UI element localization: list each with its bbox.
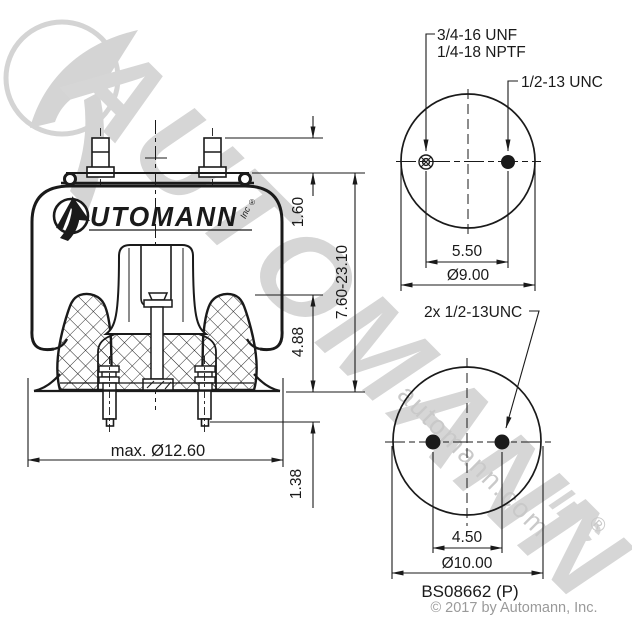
- part-number: BS08662 (P): [421, 582, 518, 601]
- bead-plate: [61, 172, 254, 186]
- bottom-view-dimensions: [391, 446, 544, 579]
- dim-lower-section-height: 4.88: [290, 327, 307, 357]
- top-view: [396, 33, 541, 291]
- top-view-leaders: [423, 33, 518, 152]
- dim-stud-length: 1.38: [288, 469, 305, 499]
- logo-arrow-icon: [56, 197, 90, 229]
- base-plate: [33, 373, 281, 393]
- top-view-dimensions: [400, 166, 536, 291]
- air-fitting: [418, 154, 434, 170]
- logo-brand-text: UTOMANN: [90, 201, 238, 232]
- dim-stud-height: 1.60: [290, 197, 307, 228]
- dim-overall-height: 7.60-23.10: [334, 245, 351, 319]
- lower-studs: [102, 356, 212, 432]
- product-logo: UTOMANN Inc ®: [52, 196, 255, 241]
- label-port-thread-1: 3/4-16 UNF: [437, 27, 517, 44]
- dim-top-plate-diameter: Ø9.00: [447, 267, 490, 284]
- watermark-logo-circle-icon: [3, 19, 121, 137]
- logo-registered-mark: ®: [249, 198, 255, 207]
- watermark-arrow-tail-icon: [70, 92, 105, 210]
- dim-max-diameter: max. Ø12.60: [111, 442, 205, 460]
- dim-top-stud-spacing: 5.50: [452, 243, 483, 260]
- bellows-body-outline: [30, 184, 284, 352]
- side-view: UTOMANN Inc ®: [27, 116, 365, 508]
- side-view-dimensions: [27, 116, 365, 508]
- watermark-arrow-icon: [30, 30, 138, 128]
- copyright-text: © 2017 by Automann, Inc.: [430, 600, 597, 616]
- bottom-view: [385, 310, 553, 579]
- label-port-thread-2: 1/4-18 NPTF: [437, 44, 526, 61]
- dim-bottom-stud-spacing: 4.50: [452, 529, 483, 546]
- center-bolt: [142, 292, 174, 391]
- label-bottom-stud-thread: 2x 1/2-13UNC: [424, 304, 522, 321]
- bottom-stud-dot-left: [425, 434, 441, 450]
- bottom-stud-dot-right: [494, 434, 510, 450]
- bottom-view-leader: [505, 310, 540, 429]
- logo-inc-text: Inc: [238, 205, 252, 221]
- mount-stud-dot: [501, 155, 515, 169]
- label-top-stud-thread: 1/2-13 UNC: [521, 74, 603, 91]
- dim-bottom-plate-diameter: Ø10.00: [442, 555, 493, 572]
